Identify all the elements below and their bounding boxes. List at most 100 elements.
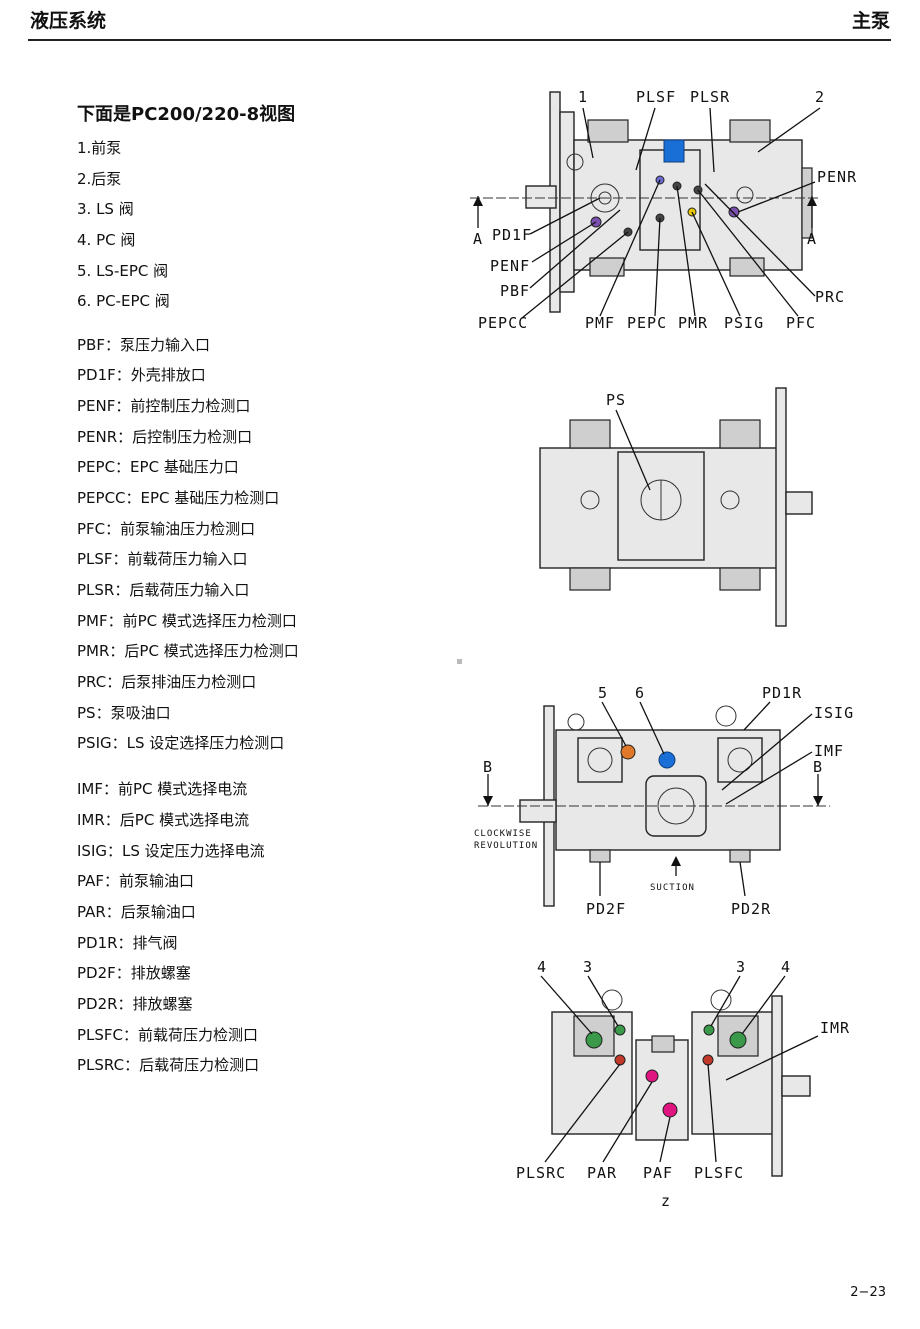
callout-ps: PS <box>606 391 626 409</box>
signal-item: PD2R：排放螺塞 <box>77 995 193 1013</box>
list-item: 3. LS 阀 <box>77 200 134 218</box>
pump-side-view: PS <box>539 387 813 627</box>
section-a-label: A <box>807 230 817 248</box>
signal-item: PLSFC：前载荷压力检测口 <box>77 1026 259 1044</box>
section-a-label: A <box>473 230 483 248</box>
callout-pfc: PFC <box>786 314 816 332</box>
port-item: PENF：前控制压力检测口 <box>77 397 251 415</box>
callout-penf: PENF <box>490 257 530 275</box>
list-item: 6. PC-EPC 阀 <box>77 292 170 310</box>
callout-4: 4 <box>781 958 791 976</box>
port-icon <box>623 227 633 237</box>
port-icon <box>614 1054 626 1066</box>
callout-3: 3 <box>736 958 746 976</box>
list-item: 5. LS-EPC 阀 <box>77 262 169 280</box>
port-item: PBF：泵压力输入口 <box>77 336 210 354</box>
port-icon <box>702 1054 714 1066</box>
list-item: 2.后泵 <box>77 170 122 188</box>
rotation-note: CLOCKWISE <box>474 829 532 839</box>
pump-rear-view: 4 3 3 4 IMR PLSRC PAR PAF PLSFC z <box>516 958 850 1210</box>
port-item: PMR：后PC 模式选择压力检测口 <box>77 642 299 660</box>
port-item: PS：泵吸油口 <box>77 704 171 722</box>
callout-plsrc: PLSRC <box>516 1164 566 1182</box>
port-icon <box>728 206 740 218</box>
section-b-label: B <box>483 758 493 776</box>
signal-item: PD1R：排气阀 <box>77 934 178 952</box>
header-section-title: 液压系统 <box>30 10 107 32</box>
rotation-note: REVOLUTION <box>474 841 538 851</box>
port-item: PENR：后控制压力检测口 <box>77 428 253 446</box>
callout-pd2r: PD2R <box>731 900 771 918</box>
port-item: PFC：前泵输油压力检测口 <box>77 520 256 538</box>
callout-pepcc: PEPCC <box>478 314 528 332</box>
port-icon <box>662 1102 678 1118</box>
callout-4: 4 <box>537 958 547 976</box>
signal-item: PD2F：排放螺塞 <box>77 964 191 982</box>
port-item: PEPCC：EPC 基础压力检测口 <box>77 489 280 507</box>
view-z-label: z <box>661 1192 671 1210</box>
callout-3: 3 <box>583 958 593 976</box>
callout-paf: PAF <box>643 1164 673 1182</box>
port-icon <box>687 207 697 217</box>
callout-1: 1 <box>578 88 588 106</box>
port-item: PMF：前PC 模式选择压力检测口 <box>77 612 297 630</box>
pc-epc-valve-icon <box>658 751 676 769</box>
signal-item: PAR：后泵输油口 <box>77 903 196 921</box>
port-item: PD1F：外壳排放口 <box>77 366 206 384</box>
callout-pmf: PMF <box>585 314 615 332</box>
pump-front-view: B B 5 6 PD1R ISIG IMF CLOCKWISE REVOLUTI… <box>474 684 854 918</box>
callout-pd1f: PD1F <box>492 226 532 244</box>
callout-plsfc: PLSFC <box>694 1164 744 1182</box>
callout-5: 5 <box>598 684 608 702</box>
port-item: PEPC：EPC 基础压力口 <box>77 458 239 476</box>
port-icon <box>655 213 665 223</box>
callout-psig: PSIG <box>724 314 764 332</box>
ls-valve-icon <box>703 1024 715 1036</box>
callout-2: 2 <box>815 88 825 106</box>
page-number: 2−23 <box>850 1285 886 1300</box>
ls-valve-icon <box>614 1024 626 1036</box>
suction-note: SUCTION <box>650 883 695 893</box>
port-item: PRC：后泵排油压力检测口 <box>77 673 257 691</box>
callout-par: PAR <box>587 1164 617 1182</box>
signal-item: PAF：前泵输油口 <box>77 872 194 890</box>
divider-dot <box>457 659 462 664</box>
page-title: 下面是PC200/220-8视图 <box>77 104 296 125</box>
pc-epc-valve-icon <box>663 139 685 163</box>
callout-imr: IMR <box>820 1019 850 1037</box>
port-item: PSIG：LS 设定选择压力检测口 <box>77 734 285 752</box>
signal-item: IMR：后PC 模式选择电流 <box>77 811 250 829</box>
header-rule <box>28 39 891 41</box>
port-icon <box>590 216 602 228</box>
port-item: PLSF：前载荷压力输入口 <box>77 550 248 568</box>
callout-penr: PENR <box>817 168 857 186</box>
pc-valve-icon <box>729 1031 747 1049</box>
callout-6: 6 <box>635 684 645 702</box>
section-b-label: B <box>813 758 823 776</box>
port-icon <box>645 1069 659 1083</box>
port-icon <box>655 175 665 185</box>
callout-imf: IMF <box>814 742 844 760</box>
header-chapter-title: 主泵 <box>851 10 890 32</box>
signal-item: PLSRC：后载荷压力检测口 <box>77 1056 260 1074</box>
signal-item: ISIG：LS 设定压力选择电流 <box>77 842 265 860</box>
pump-top-view: A A 1 2 PLSF PLSR PENR PD1F PENF PBF PEP… <box>470 88 857 332</box>
callout-pmr: PMR <box>678 314 708 332</box>
list-item: 1.前泵 <box>77 139 122 157</box>
callout-pd1r: PD1R <box>762 684 802 702</box>
port-icon <box>672 181 682 191</box>
callout-plsr: PLSR <box>690 88 730 106</box>
callout-plsf: PLSF <box>636 88 676 106</box>
list-item: 4. PC 阀 <box>77 231 136 249</box>
port-item: PLSR：后载荷压力输入口 <box>77 581 250 599</box>
pc-valve-icon <box>585 1031 603 1049</box>
ls-epc-valve-icon <box>620 744 636 760</box>
callout-pepc: PEPC <box>627 314 667 332</box>
callout-pbf: PBF <box>500 282 530 300</box>
signal-item: IMF：前PC 模式选择电流 <box>77 780 248 798</box>
callout-isig: ISIG <box>814 704 854 722</box>
callout-pd2f: PD2F <box>586 900 626 918</box>
callout-prc: PRC <box>815 288 845 306</box>
port-icon <box>693 185 703 195</box>
